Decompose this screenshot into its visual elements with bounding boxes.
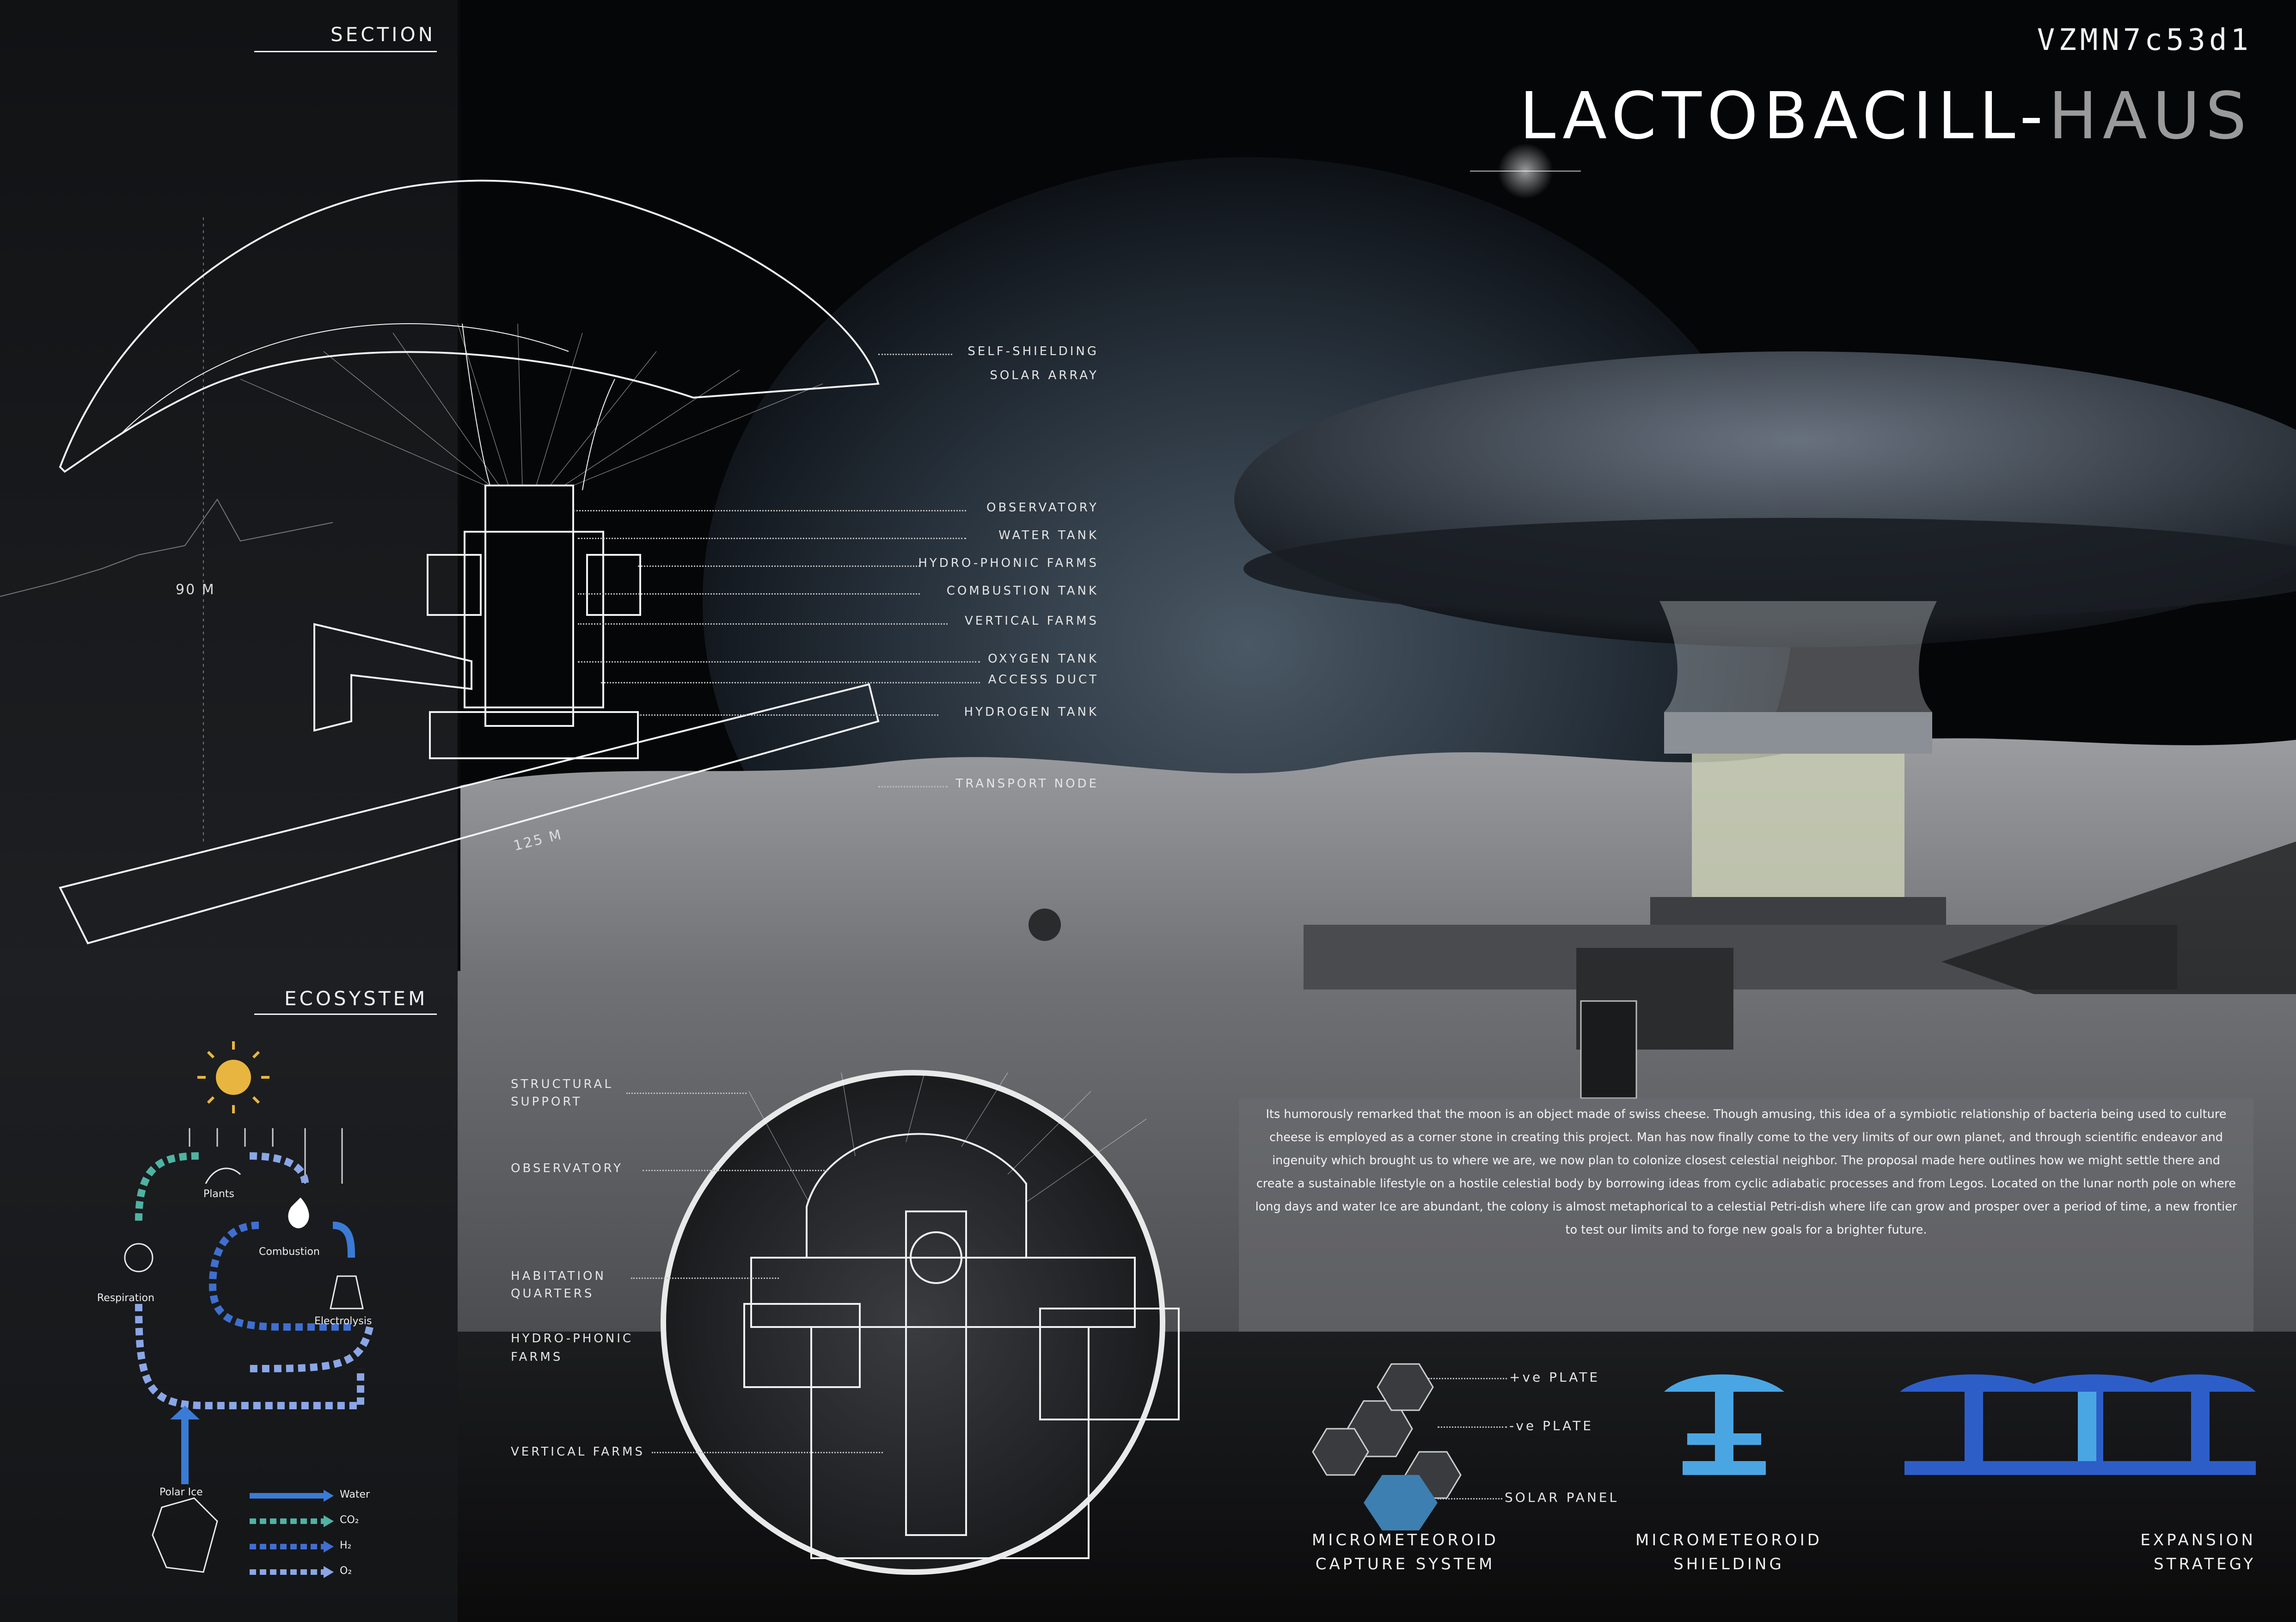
label-water-tank: WATER TANK xyxy=(998,528,1099,542)
label-habitation-1: HABITATION xyxy=(511,1269,606,1283)
caption-expansion: EXPANSION STRATEGY xyxy=(2108,1528,2256,1576)
dimension-height: 90 M xyxy=(176,582,215,598)
label-vertical-farms: VERTICAL FARMS xyxy=(965,614,1099,628)
legend-h2: H₂ xyxy=(340,1540,352,1551)
legend-water: Water xyxy=(340,1489,370,1500)
description-text: Its humorously remarked that the moon is… xyxy=(1255,1107,2237,1237)
label-leader xyxy=(1438,1498,1502,1499)
label-leader xyxy=(1438,1426,1507,1428)
eco-respiration: Respiration xyxy=(97,1292,155,1304)
label-leader xyxy=(643,1170,827,1171)
project-code: VZMN7c53d1 xyxy=(2037,23,2252,57)
label-leader xyxy=(601,682,980,683)
title-main: LACTOBACILL xyxy=(1519,79,2020,154)
ecosystem-heading-underline xyxy=(254,1014,437,1015)
eco-electrolysis: Electrolysis xyxy=(314,1315,372,1327)
label-leader xyxy=(578,593,920,595)
description-panel: Its humorously remarked that the moon is… xyxy=(1239,1098,2253,1332)
legend-o2: O₂ xyxy=(340,1565,352,1577)
label-vertical-farms-detail: VERTICAL FARMS xyxy=(511,1445,645,1459)
label-leader xyxy=(578,623,948,625)
label-self-shielding: SELF-SHIELDING xyxy=(967,344,1099,358)
label-leader xyxy=(878,786,948,787)
label-structural-support-1: STRUCTURAL xyxy=(511,1077,613,1091)
eco-plants: Plants xyxy=(203,1188,234,1200)
legend-co2: CO₂ xyxy=(340,1514,359,1526)
label-oxygen-tank: OXYGEN TANK xyxy=(988,652,1099,666)
label-leader xyxy=(626,1093,747,1094)
label-pos-plate: +ve PLATE xyxy=(1509,1370,1600,1385)
eco-combustion: Combustion xyxy=(259,1246,320,1258)
label-leader xyxy=(878,354,952,355)
ecosystem-heading: ECOSYSTEM xyxy=(284,987,428,1010)
label-solar-array: SOLAR ARRAY xyxy=(990,369,1099,382)
section-heading: SECTION xyxy=(331,23,436,46)
caption-line-2: SHIELDING xyxy=(1673,1555,1784,1573)
section-heading-underline xyxy=(254,51,437,52)
label-leader xyxy=(578,538,966,539)
label-combustion-tank: COMBUSTION TANK xyxy=(946,584,1099,598)
label-neg-plate: -ve PLATE xyxy=(1509,1418,1593,1433)
eco-polar-ice: Polar Ice xyxy=(159,1487,203,1498)
label-habitation-2: QUARTERS xyxy=(511,1287,594,1301)
label-leader xyxy=(578,661,980,663)
title-dash: - xyxy=(2020,79,2049,154)
label-structural-support-2: SUPPORT xyxy=(511,1095,582,1109)
caption-line-1: MICROMETEOROID xyxy=(1312,1531,1499,1549)
label-hydro-phonic-1: HYDRO-PHONIC xyxy=(511,1332,634,1346)
label-solar-panel: SOLAR PANEL xyxy=(1505,1490,1619,1505)
caption-shielding: MICROMETEOROID SHIELDING xyxy=(1632,1528,1826,1576)
label-transport-node: TRANSPORT NODE xyxy=(955,777,1099,791)
label-access-duct: ACCESS DUCT xyxy=(988,673,1099,687)
label-leader xyxy=(1428,1378,1507,1379)
page-title: LACTOBACILL-HAUS xyxy=(1519,79,2252,154)
caption-line-2: CAPTURE SYSTEM xyxy=(1315,1555,1495,1573)
label-hydro-phonic-2: FARMS xyxy=(511,1350,563,1364)
label-hydro-phonic-farms: HYDRO-PHONIC FARMS xyxy=(918,556,1099,570)
label-observatory: OBSERVATORY xyxy=(986,501,1099,515)
label-leader xyxy=(631,1278,779,1279)
label-leader xyxy=(573,510,966,511)
caption-capture-system: MICROMETEOROID CAPTURE SYSTEM xyxy=(1308,1528,1502,1576)
label-leader xyxy=(638,714,938,716)
label-observatory-detail: OBSERVATORY xyxy=(511,1161,623,1175)
caption-line-1: EXPANSION xyxy=(2140,1531,2256,1549)
label-leader xyxy=(638,565,920,567)
caption-line-2: STRATEGY xyxy=(2154,1555,2256,1573)
title-accent: HAUS xyxy=(2048,79,2252,154)
caption-line-1: MICROMETEOROID xyxy=(1635,1531,1822,1549)
label-hydrogen-tank: HYDROGEN TANK xyxy=(964,705,1099,719)
label-leader xyxy=(652,1452,883,1453)
